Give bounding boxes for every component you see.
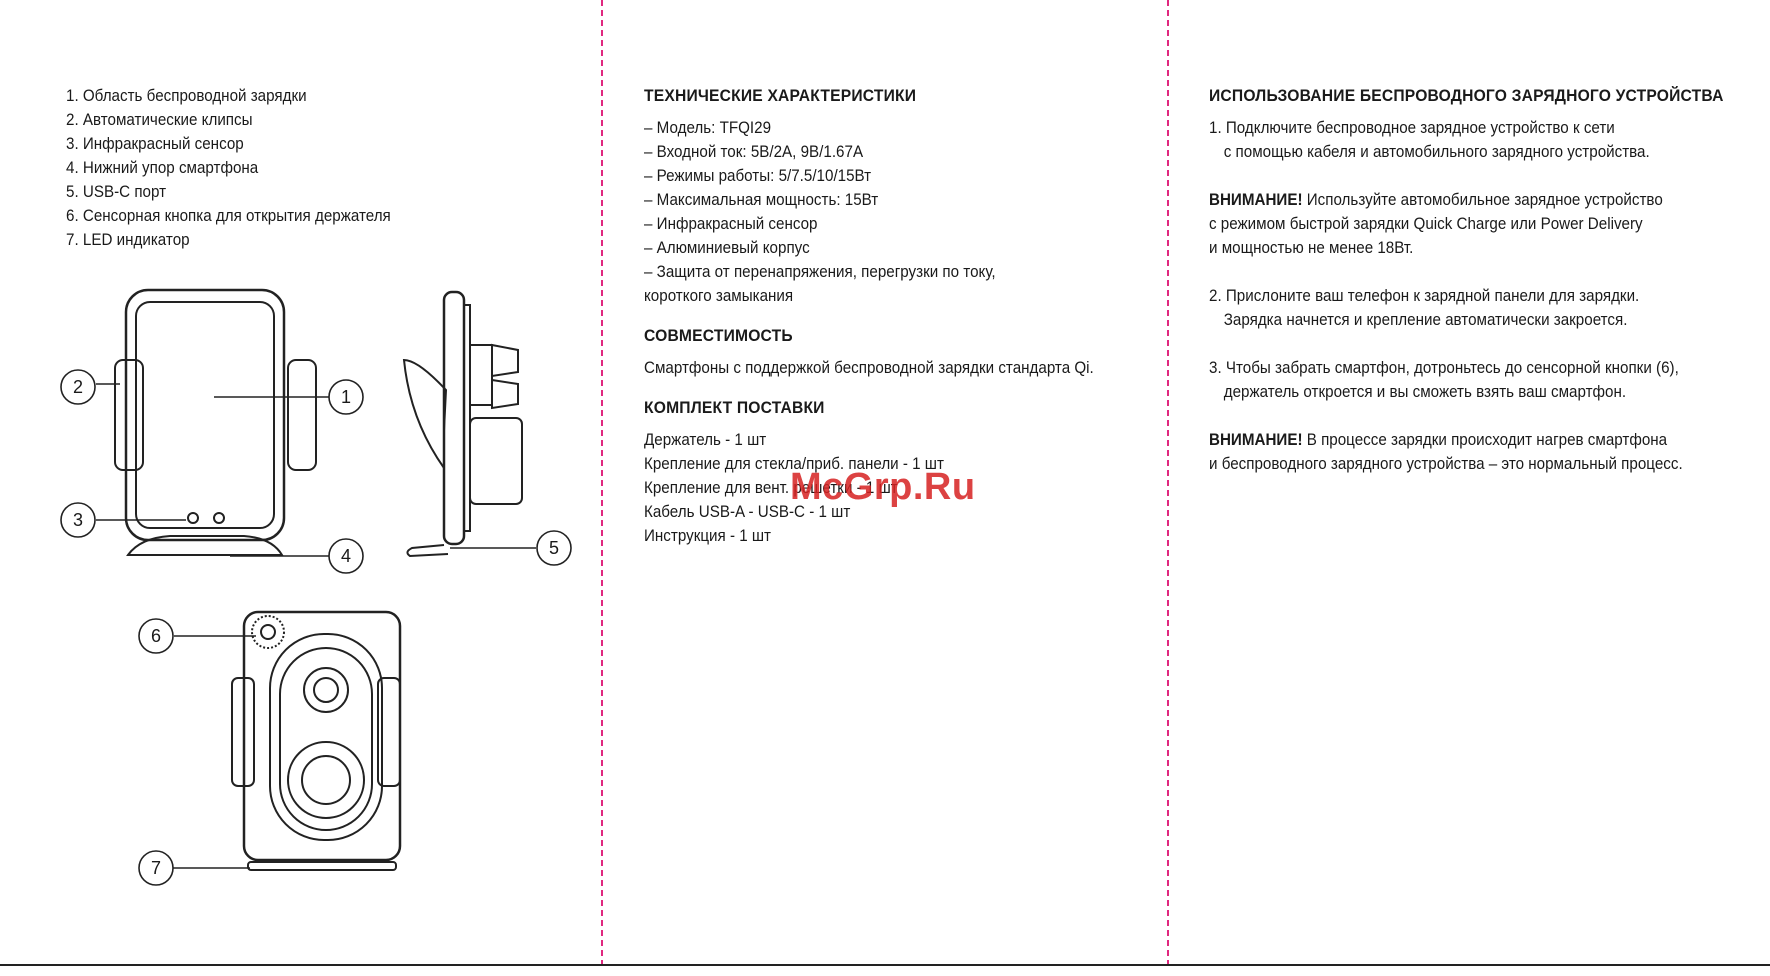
compatibility-title: СОВМЕСТИМОСТЬ	[644, 326, 793, 345]
callout-circle	[60, 502, 96, 538]
callout-circle	[536, 530, 572, 566]
parts-list: 1. Область беспроводной зарядки 2. Автом…	[66, 84, 544, 252]
callout-label: 6	[151, 626, 161, 646]
usage-column: ИСПОЛЬЗОВАНИЕ БЕСПРОВОДНОГО ЗАРЯДНОГО УС…	[1209, 84, 1770, 476]
parts-item: 4. Нижний упор смартфона	[66, 159, 259, 177]
side-view-drawing	[402, 290, 523, 558]
parts-item: 7. LED индикатор	[66, 231, 190, 249]
usage-title: ИСПОЛЬЗОВАНИЕ БЕСПРОВОДНОГО ЗАРЯДНОГО УС…	[1209, 86, 1724, 105]
fold-line-right	[1167, 0, 1169, 966]
warning-label: ВНИМАНИЕ!	[1209, 431, 1303, 449]
warning-text: Используйте автомобильное зарядное устро…	[1302, 191, 1663, 209]
warning-text: В процессе зарядки происходит нагрев сма…	[1302, 431, 1668, 449]
usage-step-1: 1. Подключите беспроводное зарядное устр…	[1209, 119, 1615, 137]
specs-title: ТЕХНИЧЕСКИЕ ХАРАКТЕРИСТИКИ	[644, 86, 917, 105]
spec-item: – Режимы работы: 5/7.5/10/15Вт	[644, 167, 872, 185]
callout-circle	[138, 850, 174, 886]
front-view-drawing	[114, 288, 317, 556]
callout-label: 4	[341, 546, 351, 566]
callout-circle	[328, 538, 364, 574]
spec-item: короткого замыкания	[644, 287, 794, 305]
spec-item: – Входной ток: 5В/2А, 9В/1.67А	[644, 143, 864, 161]
page-bottom-edge	[0, 964, 1770, 966]
warning-1: ВНИМАНИЕ! Используйте автомобильное заря…	[1209, 188, 1770, 212]
spec-item: – Инфракрасный сенсор	[644, 215, 818, 233]
warning-1-line: с режимом быстрой зарядки Quick Charge и…	[1209, 215, 1643, 233]
callout-circle	[328, 379, 364, 415]
usage-step-3-cont: держатель откроется и вы сможеть взять в…	[1223, 383, 1627, 401]
package-item: Держатель - 1 шт	[644, 431, 767, 449]
spec-item: – Максимальная мощность: 15Вт	[644, 191, 879, 209]
parts-item: 3. Инфракрасный сенсор	[66, 135, 244, 153]
parts-item: 1. Область беспроводной зарядки	[66, 87, 307, 105]
fold-line-left	[601, 0, 603, 966]
parts-item: 5. USB-C порт	[66, 183, 167, 201]
callout-label: 3	[73, 510, 83, 530]
warning-2: ВНИМАНИЕ! В процессе зарядки происходит …	[1209, 428, 1770, 452]
package-item: Крепление для стекла/приб. панели - 1 шт	[644, 455, 944, 473]
spec-item: – Модель: TFQI29	[644, 119, 772, 137]
usage-step-3: 3. Чтобы забрать смартфон, дотроньтесь д…	[1209, 359, 1679, 377]
callout-label: 5	[549, 538, 559, 558]
usage-step-2-cont: Зарядка начнется и крепление автоматичес…	[1223, 311, 1628, 329]
usage-step-2: 2. Прислоните ваш телефон к зарядной пан…	[1209, 287, 1640, 305]
package-item: Кабель USB-A - USB-C - 1 шт	[644, 503, 851, 521]
warning-2-line: и беспроводного зарядного устройства – э…	[1209, 455, 1683, 473]
spec-item: – Алюминиевый корпус	[644, 239, 810, 257]
watermark: McGrp.Ru	[790, 466, 976, 508]
package-item: Инструкция - 1 шт	[644, 527, 772, 545]
spec-item: – Защита от перенапряжения, перегрузки п…	[644, 263, 996, 281]
callout-circle	[60, 369, 96, 405]
warning-label: ВНИМАНИЕ!	[1209, 191, 1303, 209]
callout-circle	[138, 618, 174, 654]
back-view-drawing	[231, 610, 402, 871]
parts-item: 6. Сенсорная кнопка для открытия держате…	[66, 207, 391, 225]
callout-label: 7	[151, 858, 161, 878]
warning-1-line: и мощностью не менее 18Вт.	[1209, 239, 1414, 257]
specs-column: ТЕХНИЧЕСКИЕ ХАРАКТЕРИСТИКИ – Модель: TFQ…	[644, 84, 1159, 548]
parts-item: 2. Автоматические клипсы	[66, 111, 253, 129]
callout-label: 1	[341, 387, 351, 407]
callout-label: 2	[73, 377, 83, 397]
package-title: КОМПЛЕКТ ПОСТАВКИ	[644, 398, 825, 417]
usage-step-1-cont: с помощью кабеля и автомобильного зарядн…	[1223, 143, 1650, 161]
compatibility-text: Смартфоны с поддержкой беспроводной заря…	[644, 359, 1094, 377]
package-item: Крепление для вент. решетки - 1 шт	[644, 479, 898, 497]
